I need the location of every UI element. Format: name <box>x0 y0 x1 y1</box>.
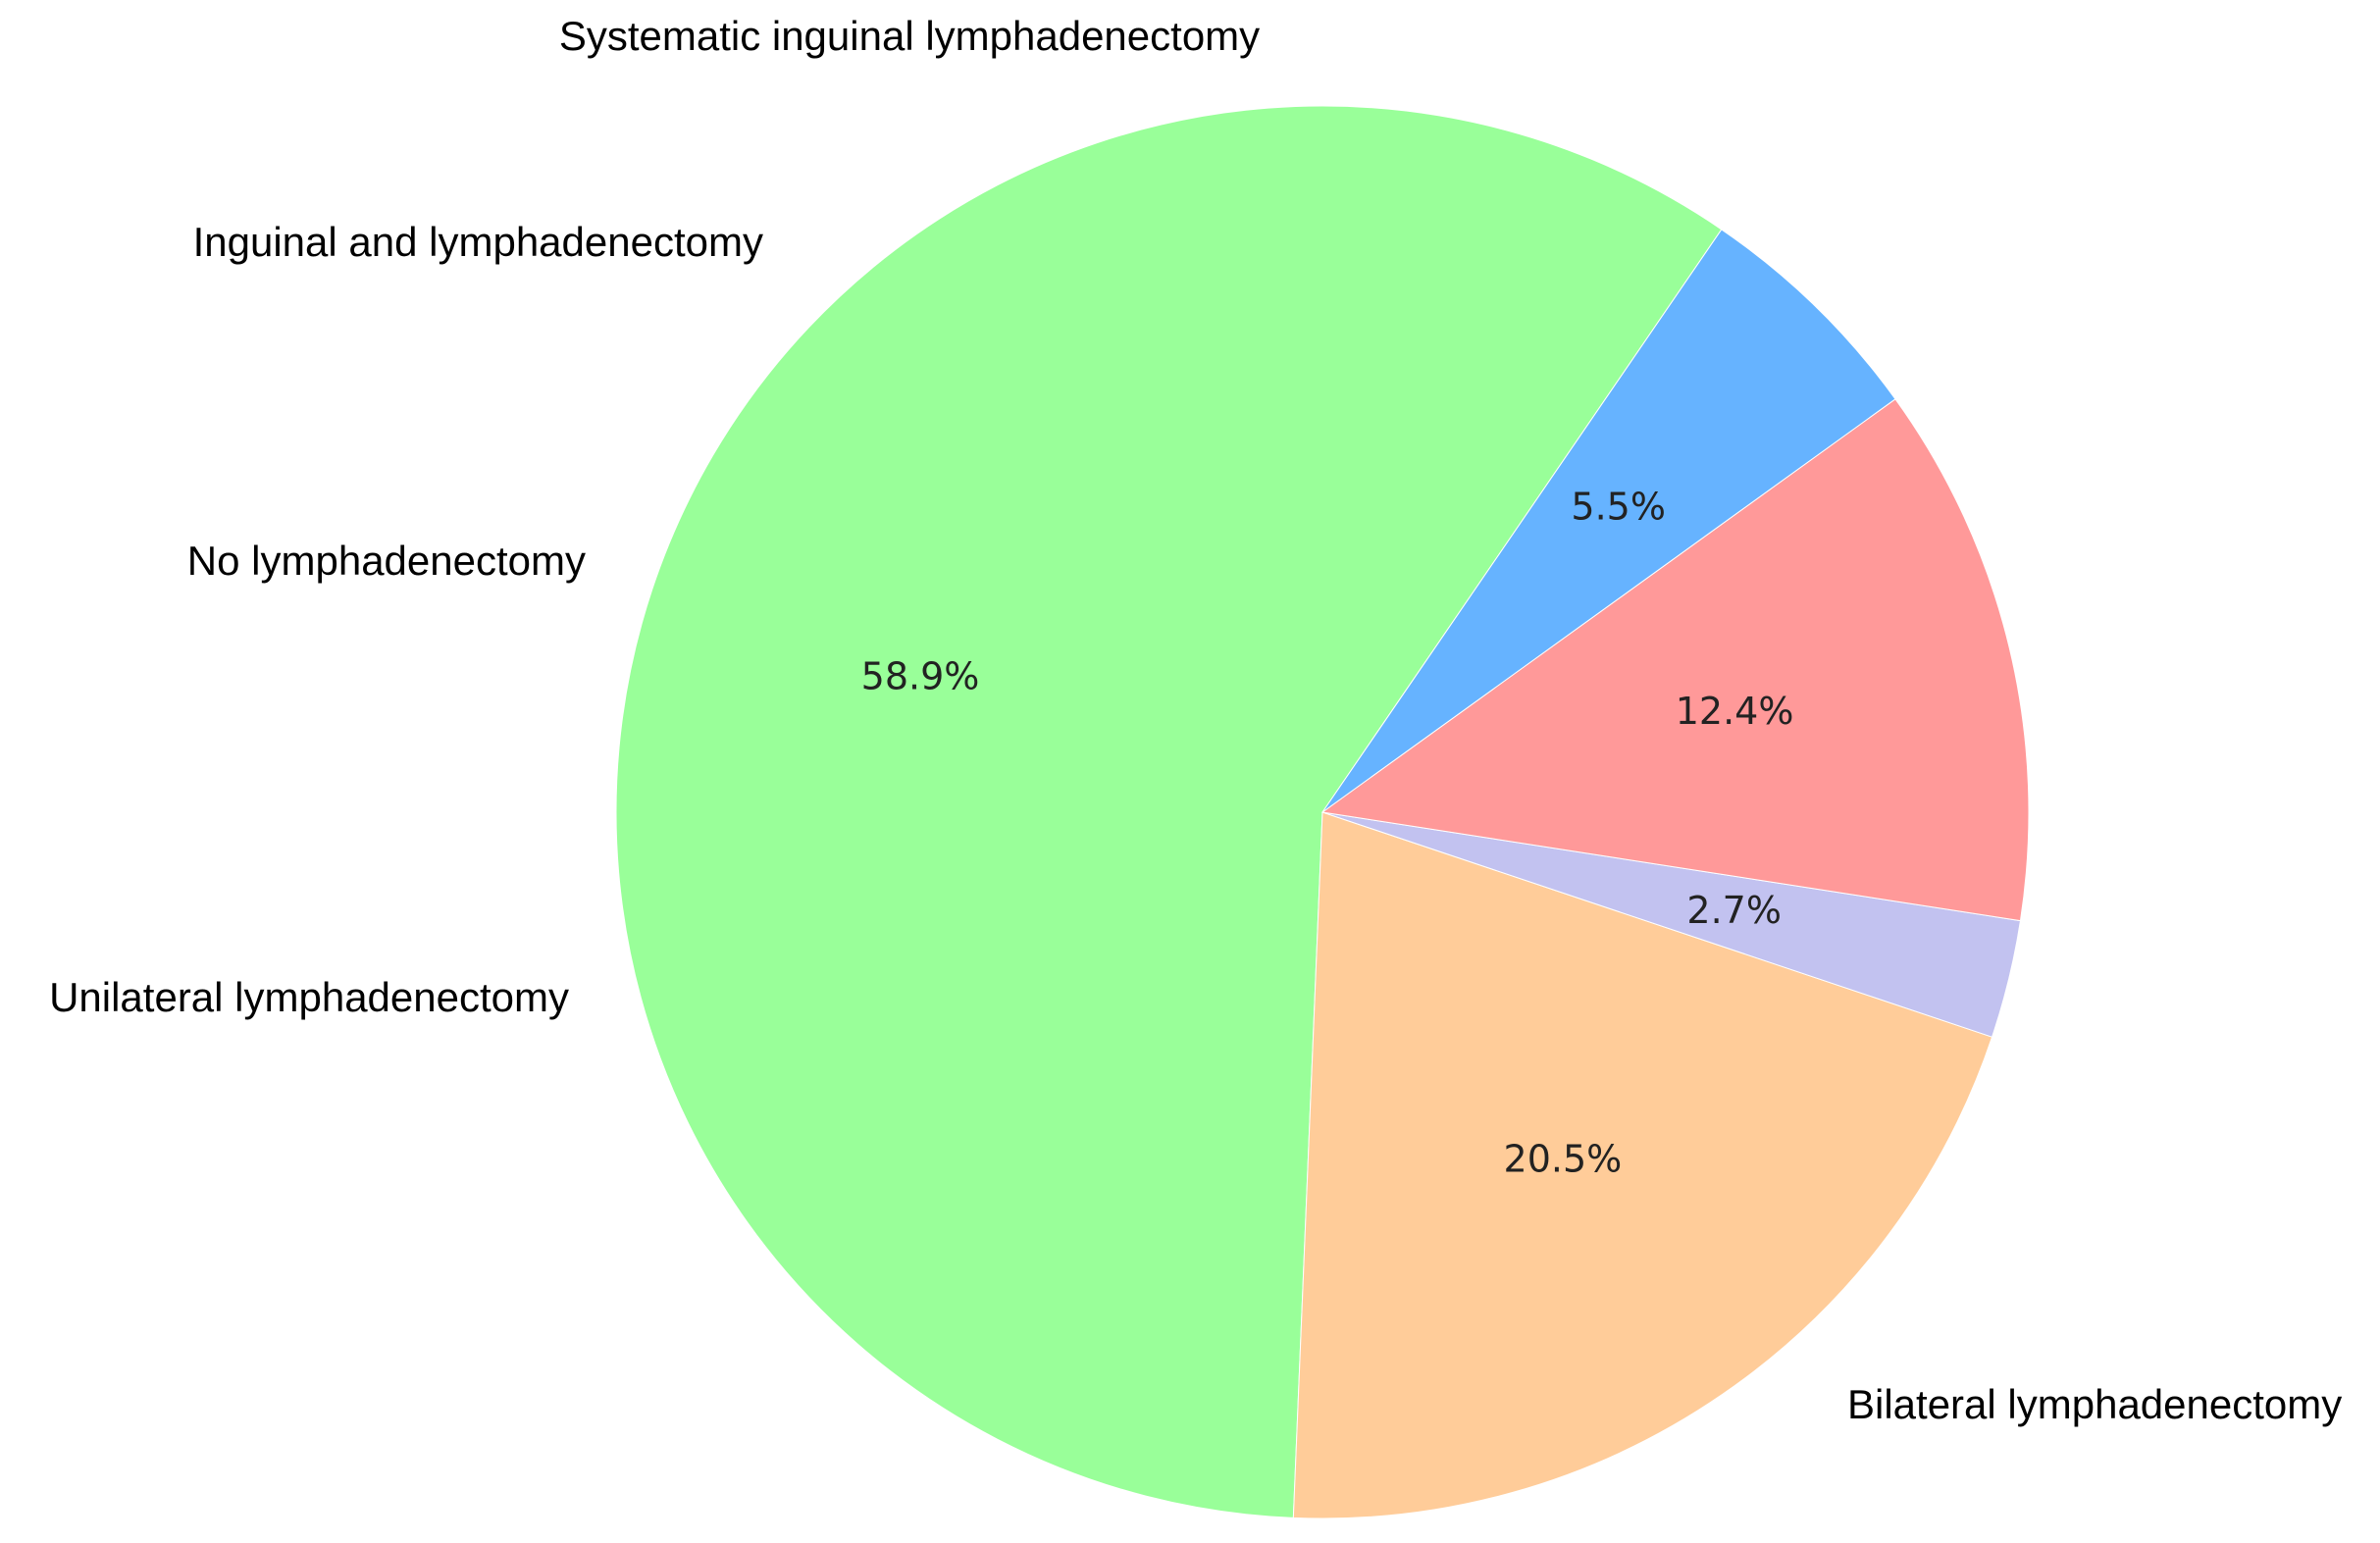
pie-slices <box>615 105 2030 1519</box>
pie-percent-label: 12.4% <box>1676 690 1794 733</box>
pie-percent-label: 20.5% <box>1504 1137 1623 1180</box>
pie-slice-systematic-inguinal-lymphadenectomy <box>1292 811 1993 1519</box>
pie-slice-unilateral-lymphadenectomy <box>1321 229 1896 813</box>
pie-percent-label: 2.7% <box>1686 889 1782 932</box>
pie-percent-label: 5.5% <box>1571 485 1666 528</box>
pie-labels: 58.9% Bilateral lymphadenectomy 20.5% Syste… <box>49 13 2342 1427</box>
pie-slice-no-lymphadenectomy <box>1320 398 2030 922</box>
pie-category-label: No lymphadenectomy <box>187 538 586 584</box>
pie-percent-label: 58.9% <box>861 654 980 697</box>
pie-slice-bilateral-lymphadenectomy <box>615 105 1723 1518</box>
pie-category-label: Systematic inguinal lymphadenectomy <box>559 13 1260 59</box>
pie-category-label: Unilateral lymphadenectomy <box>49 974 569 1020</box>
pie-category-label: Inguinal and lymphadenectomy <box>193 219 763 265</box>
pie-category-label: Bilateral lymphadenectomy <box>1847 1381 2342 1427</box>
